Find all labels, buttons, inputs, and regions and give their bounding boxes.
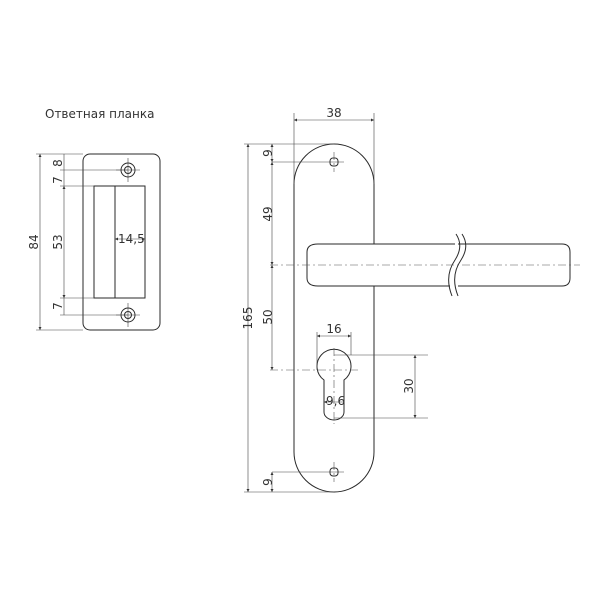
strike-plate-title: Ответная планка: [45, 107, 154, 121]
handle-plate-outline: [293, 143, 375, 493]
dim-strike-height: 84: [27, 234, 41, 249]
dim-handle-height: 165: [241, 307, 255, 330]
strike-plate-slot: [93, 185, 146, 299]
dim-bottom-hole: 9: [261, 478, 275, 486]
screw-hole-bottom: [272, 462, 344, 482]
handle-drawing: 38 165 9 49 50 9 16 30 9,6: [241, 106, 580, 493]
dim-cylinder-height: 30: [402, 378, 416, 393]
dim-top-hole: 9: [261, 149, 275, 157]
screw-hole-top: [272, 152, 344, 172]
dim-cylinder-width: 16: [326, 322, 341, 336]
dim-strike-bottom: 7: [51, 302, 65, 310]
dim-strike-slot-width: 14,5: [118, 232, 145, 246]
dim-strike-top-b: 8: [51, 159, 65, 167]
dim-strike-top-a: 7: [51, 176, 65, 184]
dim-strike-slot-height: 53: [51, 234, 65, 249]
cylinder-cutout: [316, 348, 352, 421]
break-lines: [448, 233, 467, 297]
dim-lever-to-cylinder: 50: [261, 309, 275, 324]
dim-handle-width: 38: [326, 106, 341, 120]
dim-hole-to-lever: 49: [261, 206, 275, 221]
dim-slot-width: 9,6: [326, 394, 345, 408]
strike-plate-drawing: Ответная планка 84 53 8 7 7 14,5: [27, 107, 161, 331]
strike-plate-outline: [82, 153, 161, 331]
